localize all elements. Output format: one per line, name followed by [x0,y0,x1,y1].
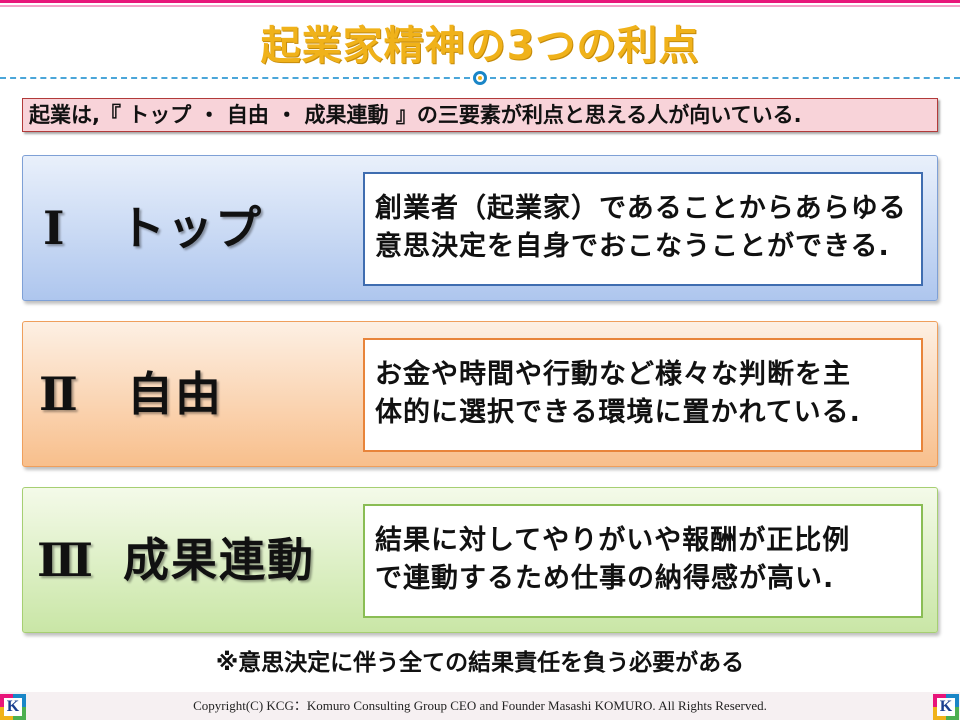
divider-dot-icon [473,71,487,85]
benefit-number: Ⅲ [37,533,94,587]
logo-letter: K [4,698,22,716]
logo-letter: K [937,698,955,716]
kcg-logo-icon: K [0,694,26,720]
benefit-description: 創業者（起業家）であることからあらゆる 意思決定を自身でおこなうことができる. [363,172,923,286]
benefit-description: お金や時間や行動など様々な判断を主 体的に選択できる環境に置かれている. [363,338,923,452]
top-stripes [0,0,960,10]
benefit-panel-performance: Ⅲ 成果連動 結果に対してやりがいや報酬が正比例 で連動するため仕事の納得感が高… [22,487,938,633]
description-line: お金や時間や行動など様々な判断を主 [375,359,851,390]
description-line: 創業者（起業家）であることからあらゆる [375,193,907,224]
benefit-description: 結果に対してやりがいや報酬が正比例 で連動するため仕事の納得感が高い. [363,504,923,618]
benefit-label: 自由 [127,367,223,421]
page-title: 起業家精神の3つの利点 [260,23,700,69]
title-divider-left [0,77,470,79]
copyright-text: Copyright(C) KCG：Komuro Consulting Group… [193,698,767,713]
benefit-panel-top: Ⅰ トップ 創業者（起業家）であることからあらゆる 意思決定を自身でおこなうこと… [22,155,938,301]
top-stripe-dark [0,0,960,3]
benefit-number: Ⅱ [39,367,78,421]
benefit-label: トップ [119,201,263,255]
intro-banner: 起業は,『 トップ ・ 自由 ・ 成果連動 』の三要素が利点と思える人が向いてい… [22,98,938,132]
description-line: で連動するため仕事の納得感が高い. [375,563,835,594]
footnote: ※意思決定に伴う全ての結果責任を負う必要がある [215,650,745,676]
description-line: 体的に選択できる環境に置かれている. [375,397,861,428]
description-line: 意思決定を自身でおこなうことができる. [375,231,890,262]
benefit-number: Ⅰ [43,201,65,255]
benefit-panel-freedom: Ⅱ 自由 お金や時間や行動など様々な判断を主 体的に選択できる環境に置かれている… [22,321,938,467]
kcg-logo-icon: K [933,694,959,720]
title-divider-right [490,77,960,79]
top-stripe-light [0,5,960,7]
benefit-label: 成果連動 [123,533,315,587]
description-line: 結果に対してやりがいや報酬が正比例 [375,525,851,556]
footer-bar [0,692,960,720]
